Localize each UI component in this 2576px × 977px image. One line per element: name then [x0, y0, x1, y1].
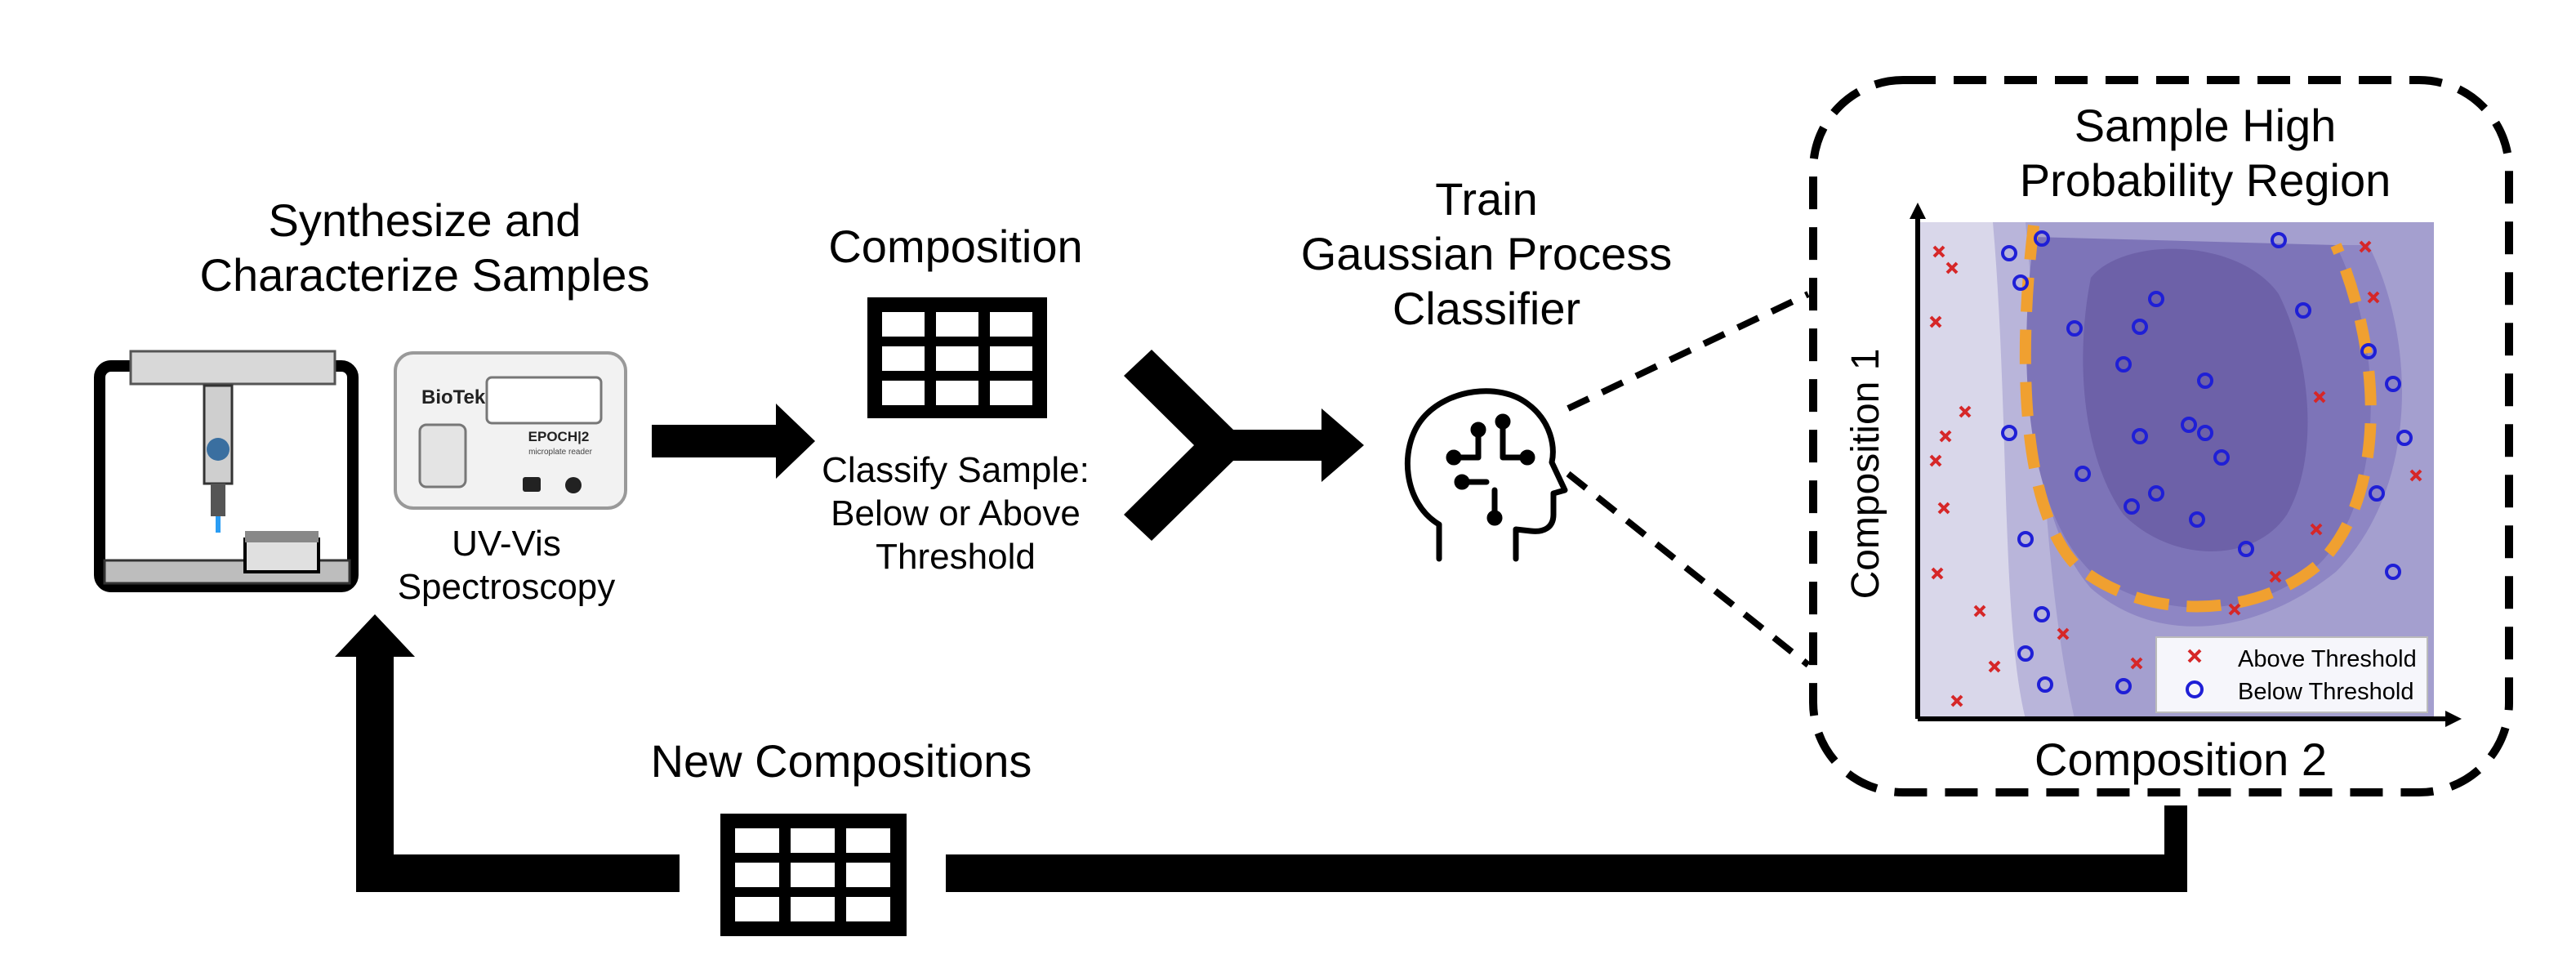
merge-arrow [1124, 350, 1364, 541]
arrow-to-composition [652, 404, 815, 479]
classify-line1: Classify Sample: [822, 450, 1090, 490]
sample-region-panel [1809, 76, 2513, 796]
classify-label: Classify Sample: Below or Above Threshol… [792, 449, 1119, 578]
gp-contour-plot [1918, 222, 2434, 719]
synthesize-line1: Synthesize and [268, 194, 582, 246]
plot-legend: Above Threshold Below Threshold [2155, 636, 2428, 713]
composition-grid-icon [867, 297, 1047, 418]
instrument-sub: microplate reader [528, 448, 592, 457]
train-title: Train Gaussian Process Classifier [1274, 172, 1699, 337]
train-line1: Train [1435, 173, 1538, 225]
train-line3: Classifier [1392, 283, 1581, 335]
plot-xlabel: Composition 2 [2035, 734, 2327, 785]
classify-line3: Threshold [876, 536, 1036, 577]
synthesize-title: Synthesize and Characterize Samples [172, 193, 678, 302]
sample-line2: Probability Region [2019, 154, 2391, 207]
train-line2: Gaussian Process [1300, 228, 1673, 280]
instrument-brand: BioTek [421, 386, 486, 408]
above-threshold-markers [1929, 240, 2422, 707]
uv-vis-line1: UV-Vis [452, 524, 561, 564]
plot-axes [1910, 203, 2462, 727]
instrument-model: EPOCH|2 [528, 429, 590, 444]
sample-title: Sample High Probability Region [1944, 98, 2467, 207]
return-arrow [335, 614, 2187, 892]
below-threshold-markers [2001, 230, 2413, 694]
zoom-dashed-lines [1566, 291, 1811, 668]
new-compositions-grid-icon [720, 814, 907, 936]
new-compositions-title: New Compositions [650, 735, 1032, 787]
uv-vis-label: UV-Vis Spectroscopy [376, 523, 637, 609]
plot-ylabel: Composition 1 [1844, 349, 1887, 600]
sample-line1: Sample High [2074, 100, 2337, 151]
uv-vis-line2: Spectroscopy [397, 566, 616, 607]
classify-line2: Below or Above [831, 493, 1081, 533]
robot-printer-icon [94, 350, 359, 592]
legend-below-label: Below Threshold [2238, 679, 2413, 705]
ai-brain-head-icon [1404, 388, 1568, 562]
composition-title: Composition [828, 221, 1083, 272]
synthesize-line2: Characterize Samples [199, 249, 650, 301]
legend-above-label: Above Threshold [2238, 646, 2417, 672]
uv-vis-spectrometer-icon [394, 351, 627, 510]
